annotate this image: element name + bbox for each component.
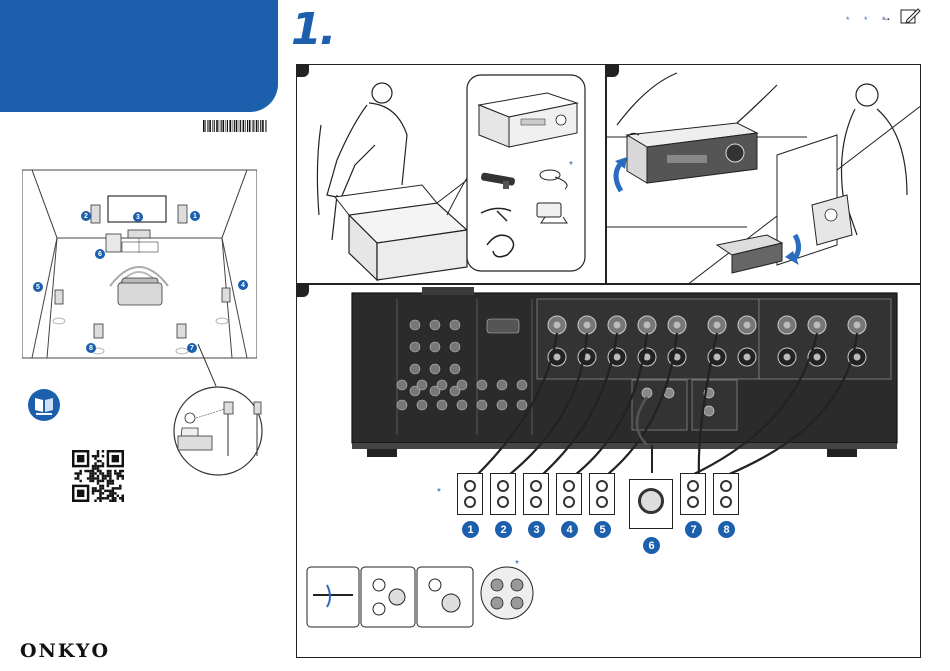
rear-panel-illustration — [297, 285, 921, 658]
speaker-number-1: 1 — [462, 521, 479, 538]
speaker-number-3: 3 — [528, 521, 545, 538]
accessory-asterisk: * — [569, 160, 573, 171]
panel-placement — [606, 64, 921, 284]
note-pen-icon — [899, 6, 921, 26]
brand-logo: ONKYO — [20, 640, 110, 662]
speaker-box-2 — [490, 473, 516, 515]
barcode-icon — [203, 120, 267, 132]
speaker-asterisk: * — [437, 487, 441, 498]
speaker-box-6 — [629, 479, 673, 529]
placement-illustration — [607, 65, 921, 284]
speaker-number-5: 5 — [594, 521, 611, 538]
speaker-box-8 — [713, 473, 739, 515]
step-number: 1. — [291, 4, 334, 55]
manual-book-icon — [27, 388, 61, 422]
arrow-right-icon: → — [880, 10, 892, 24]
speaker-box-1 — [457, 473, 483, 515]
unboxing-illustration — [297, 65, 606, 284]
speaker-number-6: 6 — [643, 537, 660, 554]
speaker-number-2: 2 — [495, 521, 512, 538]
room-speaker-2: 2 — [81, 211, 91, 221]
room-speaker-6: 6 — [95, 249, 105, 259]
speaker-number-7: 7 — [685, 521, 702, 538]
room-speaker-3: 3 — [133, 212, 143, 222]
speaker-number-4: 4 — [561, 521, 578, 538]
room-speaker-4: 4 — [238, 280, 248, 290]
speaker-box-3 — [523, 473, 549, 515]
panel-unboxing: * — [296, 64, 606, 284]
room-speaker-5: 5 — [33, 282, 43, 292]
speaker-number-8: 8 — [718, 521, 735, 538]
speaker-height-bubble — [168, 336, 268, 476]
room-speaker-1: 1 — [190, 211, 200, 221]
speaker-box-7 — [680, 473, 706, 515]
speaker-box-4 — [556, 473, 582, 515]
terminal-asterisk: * — [515, 559, 519, 570]
speaker-box-5 — [589, 473, 615, 515]
room-speaker-8: 8 — [86, 343, 96, 353]
qr-code-icon — [72, 450, 124, 502]
cover-tab — [0, 0, 278, 112]
